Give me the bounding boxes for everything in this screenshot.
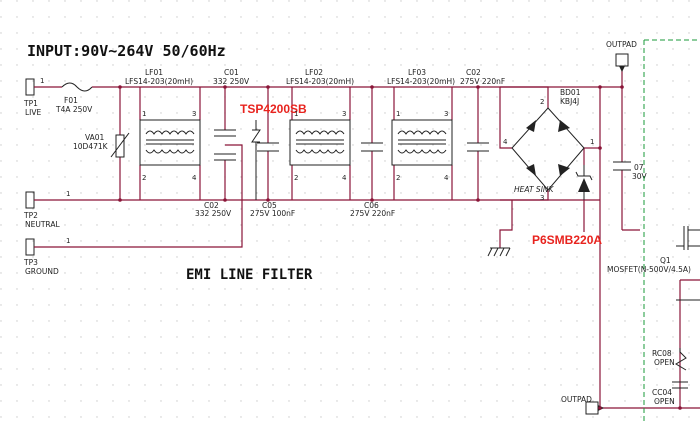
lf02-pin1: 1 — [294, 110, 298, 118]
tp3-pin: 1 — [66, 237, 70, 245]
capacitor-c05: C05 275V 100nF — [250, 142, 295, 218]
c02a-ref: C02 — [204, 201, 219, 210]
outpad-top-label: OUTPAD — [606, 40, 637, 49]
heat-sink-label: HEAT SINK — [514, 185, 555, 194]
tp2-name: NEUTRAL — [25, 220, 60, 229]
c01-ref: C01 — [224, 68, 239, 77]
tp1-pin: 1 — [40, 77, 44, 85]
lf01-pin3: 3 — [192, 110, 196, 118]
tp3-name: GROUND — [25, 267, 59, 276]
lf03-pin4: 4 — [444, 174, 449, 182]
va01-ref: VA01 — [85, 133, 105, 142]
capacitor-c06: C06 275V 220nF — [350, 142, 395, 218]
lf03-pin2: 2 — [396, 174, 400, 182]
c02b-value: 275V 220nF — [460, 77, 505, 86]
tp2-ref: TP2 — [23, 211, 38, 220]
c05-ref: C05 — [262, 201, 277, 210]
rc08-value: OPEN — [654, 358, 675, 367]
lf02-pin2: 2 — [294, 174, 298, 182]
q1-value: MOSFET(N-500V/4.5A) — [607, 265, 691, 274]
c02a-value: 332 250V — [195, 209, 232, 218]
ground-symbol — [487, 247, 511, 257]
c07-ref: 07 — [634, 163, 644, 172]
choke-lf03: LF03 LFS14-203(20mH) 1 3 2 4 — [387, 68, 455, 182]
c05-value: 275V 100nF — [250, 209, 295, 218]
bridge-rectifier-bd01: BD01 KBJ4J 1 2 3 4 HEAT SINK — [503, 88, 594, 202]
tp2-pin: 1 — [66, 190, 70, 198]
bd01-pin3: 3 — [540, 194, 544, 202]
f01-ref: F01 — [64, 96, 78, 105]
c01-value: 332 250V — [213, 77, 250, 86]
bd01-value: KBJ4J — [560, 97, 579, 106]
lf03-pin1: 1 — [396, 110, 400, 118]
lf02-pin4: 4 — [342, 174, 347, 182]
capacitor-c02a: C02 332 250V — [195, 153, 236, 218]
lf01-pin2: 2 — [142, 174, 146, 182]
wiring — [34, 66, 700, 409]
c02b-ref: C02 — [466, 68, 481, 77]
mosfet-q1: Q1 MOSFET(N-500V/4.5A) — [607, 226, 700, 274]
tp3-ref: TP3 — [23, 258, 38, 267]
f01-value: T4A 250V — [55, 105, 93, 114]
bd01-ref: BD01 — [560, 88, 581, 97]
capacitor-c01: C01 332 250V — [213, 68, 250, 137]
tp1-name: LIVE — [25, 108, 42, 117]
resistor-rc08: RC08 OPEN — [652, 299, 700, 371]
cc04-ref: CC04 — [652, 388, 672, 397]
tsp-label: TSP4200SB — [240, 102, 307, 116]
lf02-value: LFS14-203(20mH) — [286, 77, 354, 86]
capacitor-c02b: C02 275V 220nF — [460, 68, 505, 152]
choke-lf01: LF01 LFS14-203(20mH) 1 3 2 4 — [125, 68, 201, 182]
c07-value: 30V — [632, 172, 648, 181]
junction-dots — [118, 85, 682, 410]
capacitor-c07: 07 30V — [613, 161, 648, 181]
q1-ref: Q1 — [660, 256, 671, 265]
cc04-value: OPEN — [654, 397, 675, 406]
bd01-pin1: 1 — [590, 138, 594, 146]
lf01-pin1: 1 — [142, 110, 146, 118]
va01-value: 10D471K — [73, 142, 109, 151]
lf03-value: LFS14-203(20mH) — [387, 77, 455, 86]
tvs-diode: P6SMB220A — [532, 165, 602, 247]
outpad-bottom-label: OUTPAD — [561, 395, 592, 404]
input-spec-text: INPUT:90V~264V 50/60Hz — [27, 42, 226, 60]
lf03-ref: LF03 — [408, 68, 426, 77]
lf02-pin3: 3 — [342, 110, 346, 118]
lf01-ref: LF01 — [145, 68, 163, 77]
bd01-pin2: 2 — [540, 98, 544, 106]
emi-filter-title: EMI LINE FILTER — [186, 267, 313, 283]
c06-value: 275V 220nF — [350, 209, 395, 218]
capacitor-cc04: CC04 OPEN — [652, 381, 688, 406]
varistor-va01: VA01 10D471K — [73, 132, 130, 158]
lf01-pin4: 4 — [192, 174, 197, 182]
lf01-value: LFS14-203(20mH) — [125, 77, 193, 86]
lf02-ref: LF02 — [305, 68, 323, 77]
rc08-ref: RC08 — [652, 349, 672, 358]
fuse-f01: F01 T4A 250V — [55, 82, 93, 114]
tp1-ref: TP1 — [23, 99, 38, 108]
outpad-top: OUTPAD — [606, 40, 637, 72]
p6smb-label: P6SMB220A — [532, 233, 602, 247]
tsp-device: TSP4200SB — [240, 102, 307, 200]
lf03-pin3: 3 — [444, 110, 448, 118]
bd01-pin4: 4 — [503, 138, 508, 146]
c06-ref: C06 — [364, 201, 379, 210]
choke-lf02: LF02 LFS14-203(20mH) 1 3 2 4 — [286, 68, 354, 182]
